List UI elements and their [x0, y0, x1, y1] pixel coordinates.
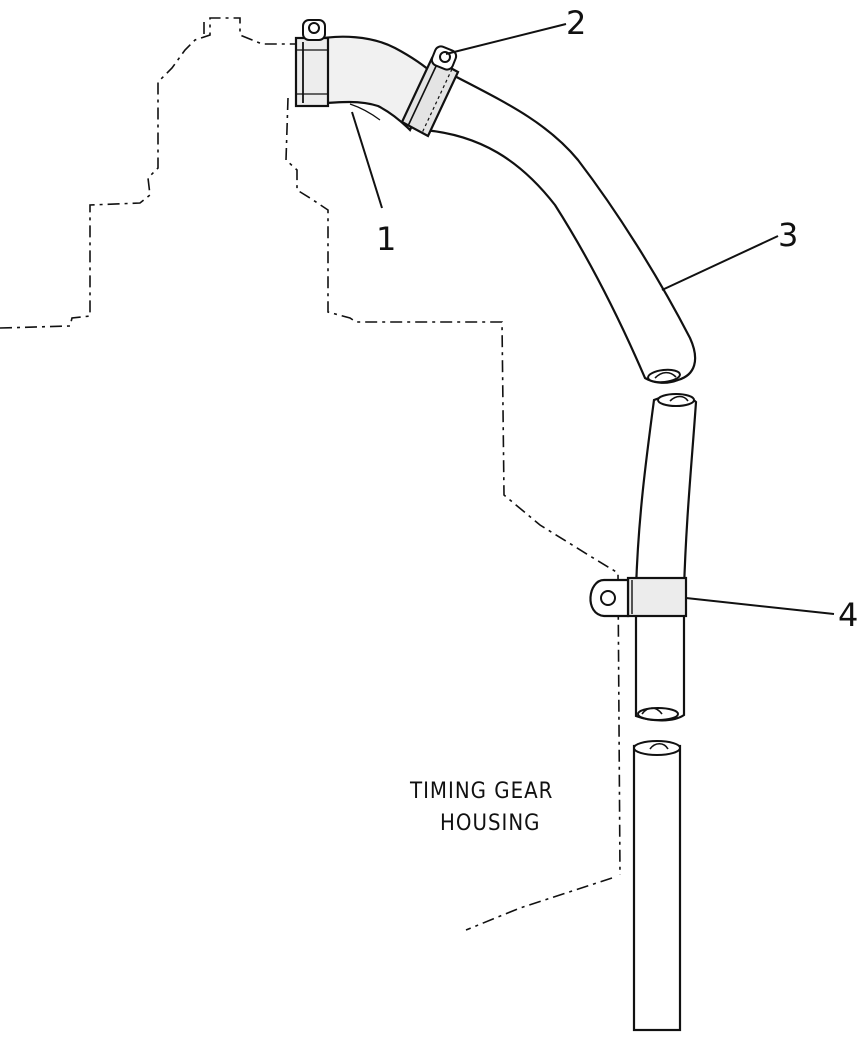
main-tube-middle	[634, 393, 698, 722]
callout-4: 4	[838, 596, 858, 634]
leader-line-4	[685, 597, 835, 615]
main-tube-lower	[632, 740, 682, 1032]
leader-line-2	[445, 23, 567, 55]
angled-hose-clamp	[400, 45, 460, 138]
callout-3: 3	[778, 216, 798, 254]
leader-lines	[351, 23, 835, 615]
engine-housing-outline	[0, 17, 621, 931]
leader-line-3	[661, 235, 779, 291]
callout-2: 2	[566, 4, 586, 42]
upper-left-hose-clamp	[294, 19, 330, 108]
tube-support-clip	[589, 576, 688, 618]
housing-label-line2: HOUSING	[440, 811, 541, 836]
leader-line-1	[351, 111, 383, 209]
callout-1: 1	[376, 220, 396, 258]
main-tube-upper	[422, 70, 697, 384]
housing-label-line1: TIMING GEAR	[409, 779, 553, 804]
